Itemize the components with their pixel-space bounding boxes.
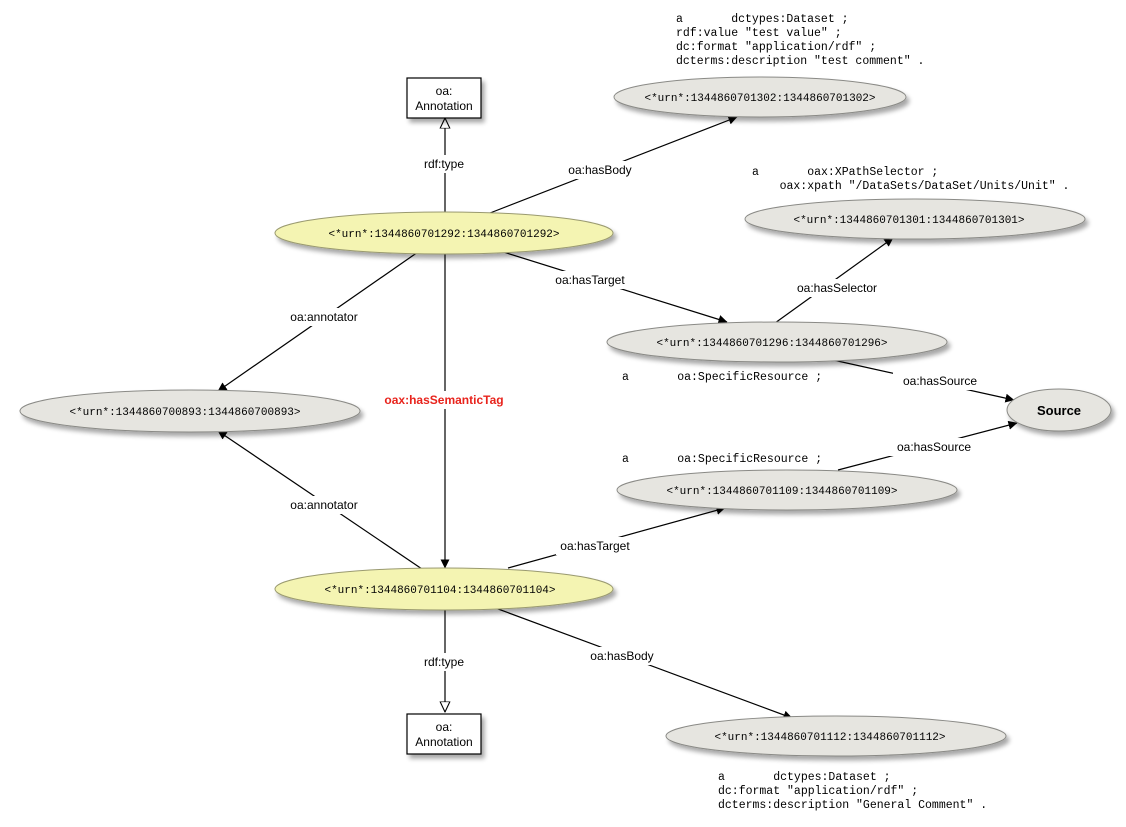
type-box-line1: oa:: [436, 720, 453, 734]
node-selector-1301[interactable]: <*urn*:1344860701301:1344860701301>: [744, 198, 1086, 240]
node-label: <*urn*:1344860701292:1344860701292>: [328, 229, 559, 241]
annotation-line: a dctypes:Dataset ;: [676, 13, 849, 26]
type-box-line2: Annotation: [415, 99, 472, 113]
edge-label-has-body-top: oa:hasBody: [568, 163, 631, 177]
node-label: <*urn*:1344860701301:1344860701301>: [793, 215, 1024, 227]
edge-label-has-selector: oa:hasSelector: [797, 281, 877, 295]
edge-label-has-body-bottom: oa:hasBody: [590, 649, 653, 663]
node-label: <*urn*:1344860700893:1344860700893>: [69, 407, 300, 419]
annotation-line: rdf:value "test value" ;: [676, 27, 842, 40]
node-label: <*urn*:1344860701302:1344860701302>: [644, 93, 875, 105]
node-label: <*urn*:1344860701296:1344860701296>: [656, 338, 887, 350]
annotation-body-1112: a dctypes:Dataset ; dc:format "applicati…: [718, 771, 987, 812]
node-label: <*urn*:1344860701104:1344860701104>: [324, 585, 555, 597]
edge-label-has-target-top: oa:hasTarget: [555, 273, 625, 287]
annotation-line: a dctypes:Dataset ;: [718, 771, 891, 784]
annotation-target-1109: a oa:SpecificResource ;: [622, 453, 822, 466]
node-source[interactable]: Source: [1006, 388, 1112, 432]
node-label: <*urn*:1344860701112:1344860701112>: [714, 732, 945, 744]
edge-label-semantic-tag: oax:hasSemanticTag: [384, 393, 503, 407]
edge-label-annotator-top: oa:annotator: [290, 310, 357, 324]
annotation-line: dcterms:description "General Comment" .: [718, 799, 987, 812]
edge-label-rdf-type-bottom: rdf:type: [424, 655, 464, 669]
node-label: <*urn*:1344860701109:1344860701109>: [666, 486, 897, 498]
edge-label-rdf-type-top: rdf:type: [424, 157, 464, 171]
edge-label-has-source-1: oa:hasSource: [903, 374, 977, 388]
type-box-line2: Annotation: [415, 735, 472, 749]
annotation-line: oax:xpath "/DataSets/DataSet/Units/Unit"…: [752, 180, 1069, 193]
node-agent-0893[interactable]: <*urn*:1344860700893:1344860700893>: [19, 389, 361, 433]
node-annotation-1292[interactable]: <*urn*:1344860701292:1344860701292>: [274, 211, 614, 255]
edge-label-has-source-2: oa:hasSource: [897, 440, 971, 454]
edge-label-has-target-bottom: oa:hasTarget: [560, 539, 630, 553]
node-type-annotation-top[interactable]: oa: Annotation: [406, 77, 482, 119]
annotation-line: dc:format "application/rdf" ;: [718, 785, 918, 798]
annotation-line: dc:format "application/rdf" ;: [676, 41, 876, 54]
node-annotation-1104[interactable]: <*urn*:1344860701104:1344860701104>: [274, 567, 614, 611]
edge-label-annotator-bottom: oa:annotator: [290, 498, 357, 512]
node-body-1302[interactable]: <*urn*:1344860701302:1344860701302>: [613, 76, 907, 118]
node-target-1109[interactable]: <*urn*:1344860701109:1344860701109>: [616, 469, 958, 511]
node-target-1296[interactable]: <*urn*:1344860701296:1344860701296>: [606, 321, 948, 363]
annotation-line: dcterms:description "test comment" .: [676, 55, 924, 68]
type-box-line1: oa:: [436, 84, 453, 98]
annotation-body-1302: a dctypes:Dataset ; rdf:value "test valu…: [676, 13, 924, 68]
annotation-line: a oax:XPathSelector ;: [752, 166, 938, 179]
node-type-annotation-bottom[interactable]: oa: Annotation: [406, 713, 482, 755]
node-label: Source: [1037, 403, 1081, 418]
annotation-line: a oa:SpecificResource ;: [622, 453, 822, 466]
annotation-line: a oa:SpecificResource ;: [622, 371, 822, 384]
annotation-selector-1301: a oax:XPathSelector ; oax:xpath "/DataSe…: [752, 166, 1069, 193]
annotation-target-1296: a oa:SpecificResource ;: [622, 371, 822, 384]
node-body-1112[interactable]: <*urn*:1344860701112:1344860701112>: [665, 715, 1007, 757]
